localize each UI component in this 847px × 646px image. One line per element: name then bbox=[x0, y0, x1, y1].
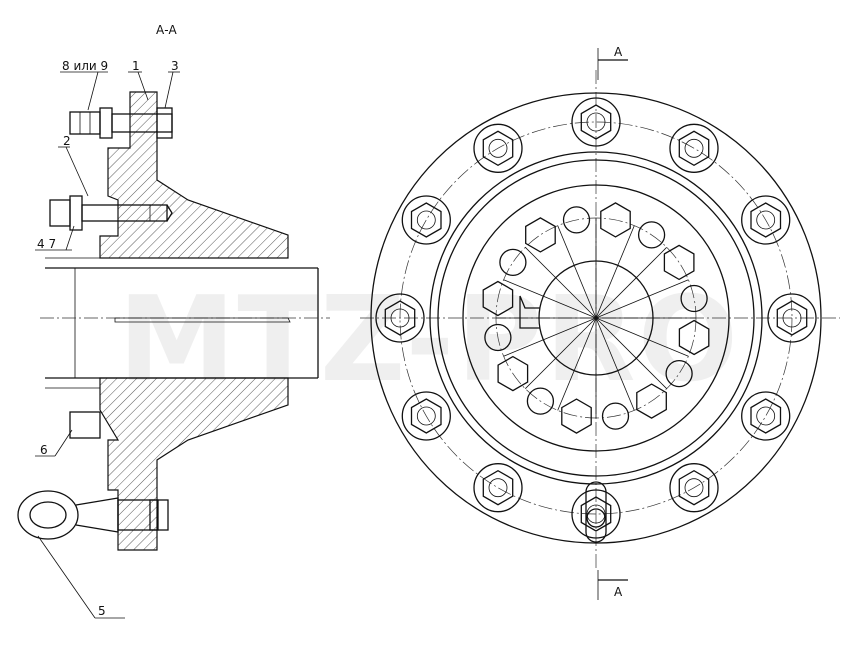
callouts: 8 или 9 1 3 2 4 7 6 5 bbox=[35, 59, 180, 619]
callout-4-7: 4 7 bbox=[37, 237, 56, 251]
inner-hole bbox=[665, 359, 693, 388]
inner-bolt-hex bbox=[636, 383, 667, 419]
flange-outer-edge bbox=[370, 92, 822, 544]
outer-bolt-head bbox=[401, 195, 451, 245]
outer-bolt-head bbox=[741, 195, 791, 245]
outer-bolt-head bbox=[669, 463, 719, 513]
flange-upper-section bbox=[99, 91, 289, 259]
spoke-line bbox=[503, 317, 597, 357]
eye-bolt bbox=[17, 490, 169, 540]
inner-hole bbox=[499, 248, 527, 277]
bolt-circle bbox=[399, 121, 793, 515]
inner-hole bbox=[601, 402, 630, 430]
outer-bolt-head bbox=[571, 97, 621, 147]
inner-bolt-hex bbox=[497, 355, 529, 392]
flange-lower-section bbox=[99, 377, 289, 551]
spoke-line bbox=[595, 317, 635, 411]
spoke-line bbox=[595, 317, 667, 389]
inner-bolt-hex bbox=[600, 202, 631, 238]
cut-label-bottom: А bbox=[614, 585, 623, 599]
inner-hole bbox=[680, 284, 708, 313]
inner-hole bbox=[526, 387, 555, 415]
outer-bolt-head bbox=[669, 123, 719, 173]
front-view: А А bbox=[360, 45, 840, 600]
callout-3: 3 bbox=[171, 59, 179, 73]
spoke-line bbox=[557, 317, 597, 411]
spoke-line bbox=[557, 225, 597, 319]
outer-bolt-head bbox=[571, 489, 621, 539]
spoke-line bbox=[525, 317, 597, 389]
bolt-lower bbox=[69, 411, 101, 439]
section-view: А-А bbox=[17, 23, 330, 619]
inner-bolt-hex bbox=[525, 217, 556, 253]
outer-bolt-head bbox=[741, 391, 791, 441]
inner-hole bbox=[562, 206, 591, 234]
outer-bolt-head bbox=[375, 293, 425, 343]
section-title: А-А bbox=[156, 23, 178, 37]
outer-bolt-head bbox=[473, 123, 523, 173]
stud-upper bbox=[69, 107, 173, 139]
spoke-line bbox=[595, 279, 689, 319]
outer-bolt-head bbox=[473, 463, 523, 513]
spoke-line bbox=[595, 247, 667, 319]
cut-label-top: А bbox=[614, 45, 623, 59]
inner-hole bbox=[637, 221, 666, 249]
inner-bolt-hex bbox=[482, 280, 514, 317]
callout-1: 1 bbox=[132, 59, 140, 73]
eye-bolt-front bbox=[585, 481, 607, 543]
inner-bolt-hex bbox=[663, 244, 695, 281]
spoke-line bbox=[525, 247, 597, 319]
outer-bolt-head bbox=[401, 391, 451, 441]
callout-2: 2 bbox=[63, 134, 71, 148]
spoke-line bbox=[503, 279, 597, 319]
inner-hole bbox=[484, 323, 512, 352]
callout-8-9: 8 или 9 bbox=[62, 59, 108, 73]
callout-5: 5 bbox=[98, 604, 106, 618]
spoke-line bbox=[595, 225, 635, 319]
bolt-middle bbox=[49, 195, 173, 231]
inner-bolt-hex bbox=[561, 398, 592, 434]
spoke-line bbox=[595, 317, 689, 357]
callout-6: 6 bbox=[40, 443, 48, 457]
inner-bolt-hex bbox=[678, 319, 710, 356]
outer-bolt-head bbox=[767, 293, 817, 343]
